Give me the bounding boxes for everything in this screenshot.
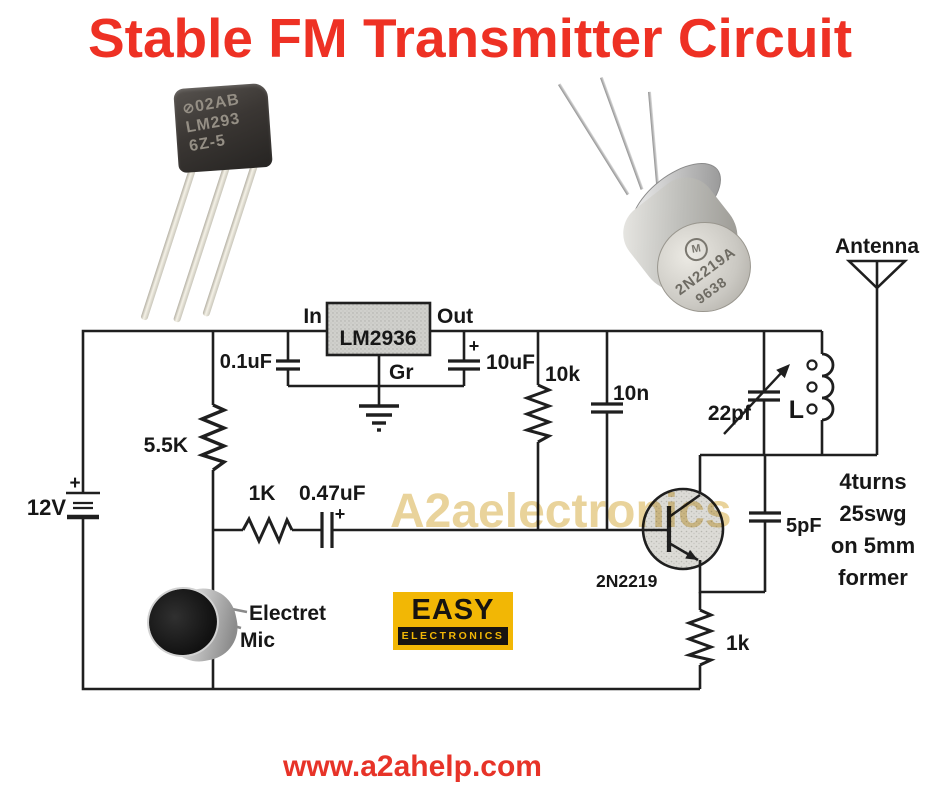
coil-note-3: on 5mm [831,533,915,558]
capacitors [276,359,781,548]
label-c-10uf: 10uF [486,351,535,374]
label-reg-out: Out [437,305,473,328]
page-title: Stable FM Transmitter Circuit [87,7,853,69]
can-lead-2 [600,76,644,190]
to92-leg-right [202,160,259,318]
trimmer-arrow [723,364,790,435]
label-reg-name: LM2936 [339,327,416,350]
coil-note: 4turns 25swg on 5mm former [831,469,915,590]
label-reg-in: In [303,305,322,328]
label-r-5k5: 5.5K [144,434,188,457]
label-mic-2: Mic [240,629,275,652]
label-r-10k: 10k [545,363,580,386]
label-battery-plus: + [69,473,80,494]
to92-leg-middle [172,162,231,323]
logo-line2: ELECTRONICS [398,627,508,645]
can-lead-1 [558,83,630,196]
resistor-1k-base [241,515,294,545]
label-r-1k-emitter: 1k [726,632,750,655]
to92-body: ⊘02AB LM293 6Z-5 [173,82,273,174]
resistor-1k-emitter [683,608,716,667]
coil-note-2: 25swg [839,501,906,526]
label-antenna: Antenna [835,235,919,258]
inductor-symbol [806,352,835,422]
easy-electronics-logo: EASY ELECTRONICS [393,592,513,650]
label-c-10n: 10n [613,382,649,405]
watermark: A2aelectronics [390,485,732,538]
to92-marking: ⊘02AB LM293 6Z-5 [181,90,248,156]
coil-note-4: former [838,565,908,590]
label-c-047uf: 0.47uF [299,482,366,505]
label-supply: 12V [27,495,66,520]
label-c-22pf: 22pf [708,402,752,425]
regulator-box [325,301,432,357]
ground-symbol [359,404,399,432]
logo-line1: EASY [411,594,495,626]
label-c-01uf: 0.1uF [220,351,272,373]
website-link: www.a2ahelp.com [283,750,542,783]
antenna-symbol [845,259,909,455]
can-lead-3 [648,91,660,187]
label-inductor: L [789,396,804,424]
wires [81,329,877,691]
to92-leg-left [140,158,199,321]
transistor-internals [666,493,701,562]
resistors [197,383,716,667]
label-c-5pf: 5pF [786,515,822,537]
motorola-logo-icon: M [683,236,710,263]
label-transistor: 2N2219 [596,571,658,591]
label-reg-gnd: Gr [389,361,414,384]
label-r-1k-base: 1K [249,482,276,505]
label-c10u-plus: + [469,336,480,356]
battery-symbol [66,491,100,520]
label-c047-plus: + [335,504,346,524]
label-mic-1: Electret [249,602,326,625]
resistor-5k5 [197,403,229,472]
electret-mic-photo [140,580,245,670]
resistor-10k [522,383,554,444]
coil-note-1: 4turns [839,469,906,494]
to92-package-photo: ⊘02AB LM293 6Z-5 [120,70,330,350]
metal-can-transistor-photo: M 2N2219A 9638 [545,70,825,330]
